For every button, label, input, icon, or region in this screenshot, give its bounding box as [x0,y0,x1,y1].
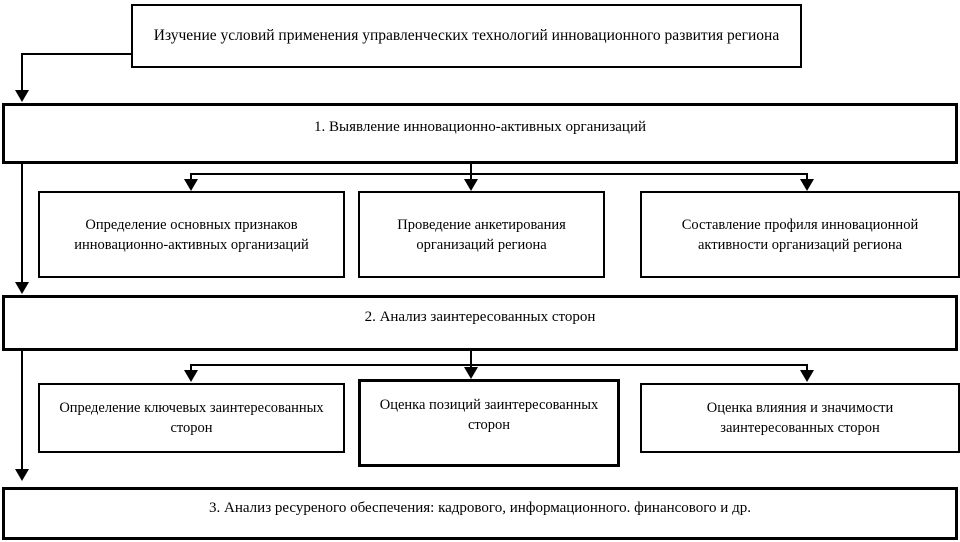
step-box-2-2: Оценка позиций заинтересованных сторон [358,379,620,467]
stage-band-3-label: 3. Анализ ресуреного обеспечения: кадров… [209,500,751,517]
title-box: Изучение условий применения управленческ… [131,4,802,68]
connector-title-elbow-horizontal [21,53,133,55]
connector-stage1-branch-drop-left [190,173,192,183]
arrow-stage1-to-step-1-3 [800,179,814,191]
stage-band-2-label: 2. Анализ заинтересованных сторон [364,308,596,325]
step-box-1-1-label: Определение основных признаков инновацио… [74,216,309,253]
step-box-2-1: Определение ключевых заинтересованных ст… [38,383,345,453]
arrow-stage2-to-step-2-3 [800,370,814,382]
arrow-stage2-to-stage3 [15,469,29,481]
step-box-1-2-label: Проведение анкетирования организаций рег… [397,216,566,253]
connector-stage1-branch-bar [190,173,808,175]
step-box-1-1: Определение основных признаков инновацио… [38,191,345,278]
connector-stage2-branch-drop-mid [470,351,472,374]
step-box-2-3-label: Оценка влияния и значимости заинтересова… [706,400,894,436]
step-box-1-3-label: Составление профиля инновационной активн… [681,216,919,253]
arrow-stage1-to-step-1-2 [464,179,478,191]
stage-band-1: 1. Выявление инновационно-активных орган… [2,103,958,164]
step-box-2-2-label: Оценка позиций заинтересованных сторон [379,397,599,433]
arrow-stage2-to-step-2-1 [184,370,198,382]
connector-stage1-branch-drop-right [806,173,808,183]
connector-stage1-to-stage2-line [21,164,23,286]
title-box-label: Изучение условий применения управленческ… [153,27,780,45]
stage-band-3: 3. Анализ ресуреного обеспечения: кадров… [2,487,958,540]
connector-stage2-branch-bar [190,364,808,366]
step-box-2-1-label: Определение ключевых заинтересованных ст… [59,400,324,436]
stage-band-1-label: 1. Выявление инновационно-активных орган… [314,119,646,136]
step-box-2-3: Оценка влияния и значимости заинтересова… [640,383,960,453]
arrow-stage1-to-step-1-1 [184,179,198,191]
stage-band-2: 2. Анализ заинтересованных сторон [2,295,958,351]
step-box-1-2: Проведение анкетирования организаций рег… [358,191,605,278]
connector-stage1-branch-drop-mid [470,164,472,183]
connector-stage2-branch-drop-right [806,364,808,374]
arrow-title-to-stage-1 [15,90,29,102]
arrow-stage1-to-stage2 [15,282,29,294]
arrow-stage2-to-step-2-2 [464,367,478,379]
connector-stage2-branch-drop-left [190,364,192,374]
connector-stage2-to-stage3-line [21,351,23,473]
step-box-1-3: Составление профиля инновационной активн… [640,191,960,278]
connector-title-elbow-vertical [21,53,23,95]
